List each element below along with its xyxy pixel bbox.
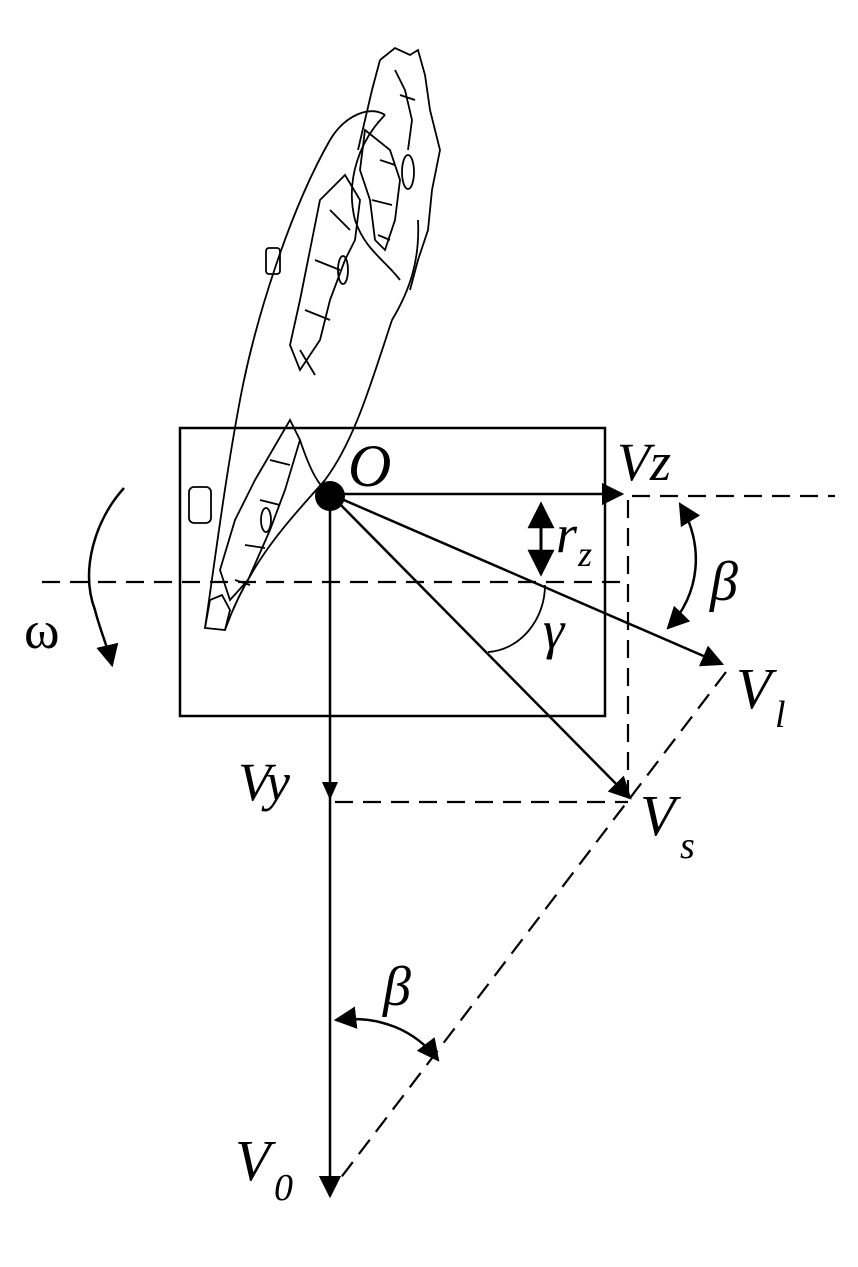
beta-arc-top	[666, 502, 701, 630]
label-rz: r	[556, 504, 578, 564]
dashed-triangle-hypotenuse	[329, 671, 727, 1193]
label-vl: V	[736, 656, 778, 721]
label-gamma: γ	[543, 600, 566, 660]
label-omega: ω	[24, 600, 60, 660]
vy-arrowhead	[322, 782, 338, 800]
label-vs-subscript: s	[680, 825, 695, 867]
origin-point	[315, 481, 345, 511]
cutting-pick-drawing	[188, 46, 441, 631]
label-vl-subscript: l	[775, 694, 786, 736]
label-origin: O	[348, 433, 391, 499]
label-beta-bottom: β	[382, 956, 411, 1018]
vs-vector	[329, 493, 632, 800]
label-v0: V	[235, 1128, 277, 1193]
vl-vector	[329, 492, 725, 667]
label-beta-top: β	[709, 551, 738, 613]
gamma-arc	[487, 584, 546, 653]
housing-rectangle	[178, 426, 607, 718]
label-vz: Vz	[617, 432, 671, 492]
label-v0-subscript: 0	[274, 1167, 293, 1209]
label-vy: Vy	[238, 752, 290, 812]
beta-arc-bottom	[333, 1006, 440, 1062]
label-rz-subscript: z	[577, 534, 592, 574]
label-vs: V	[640, 783, 682, 848]
omega-rotation-arrow	[87, 487, 125, 668]
